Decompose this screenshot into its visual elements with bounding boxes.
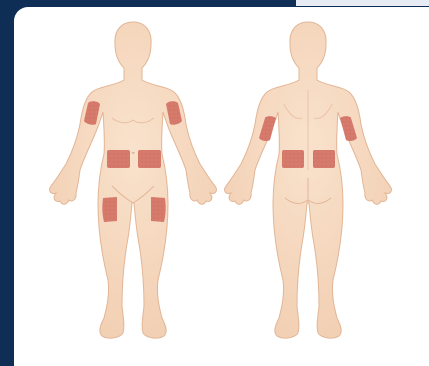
- site-lower-back-left-dots: [282, 150, 304, 168]
- back-body-figure: [225, 22, 392, 338]
- site-thigh-right-dots: [102, 197, 117, 222]
- site-abdomen-left-dots: [138, 150, 161, 168]
- front-body-outline: [50, 22, 217, 338]
- site-abdomen-right-dots: [107, 150, 130, 168]
- site-lower-back-right-dots: [313, 150, 335, 168]
- site-thigh-left-dots: [151, 197, 166, 222]
- front-body-figure: [50, 22, 217, 338]
